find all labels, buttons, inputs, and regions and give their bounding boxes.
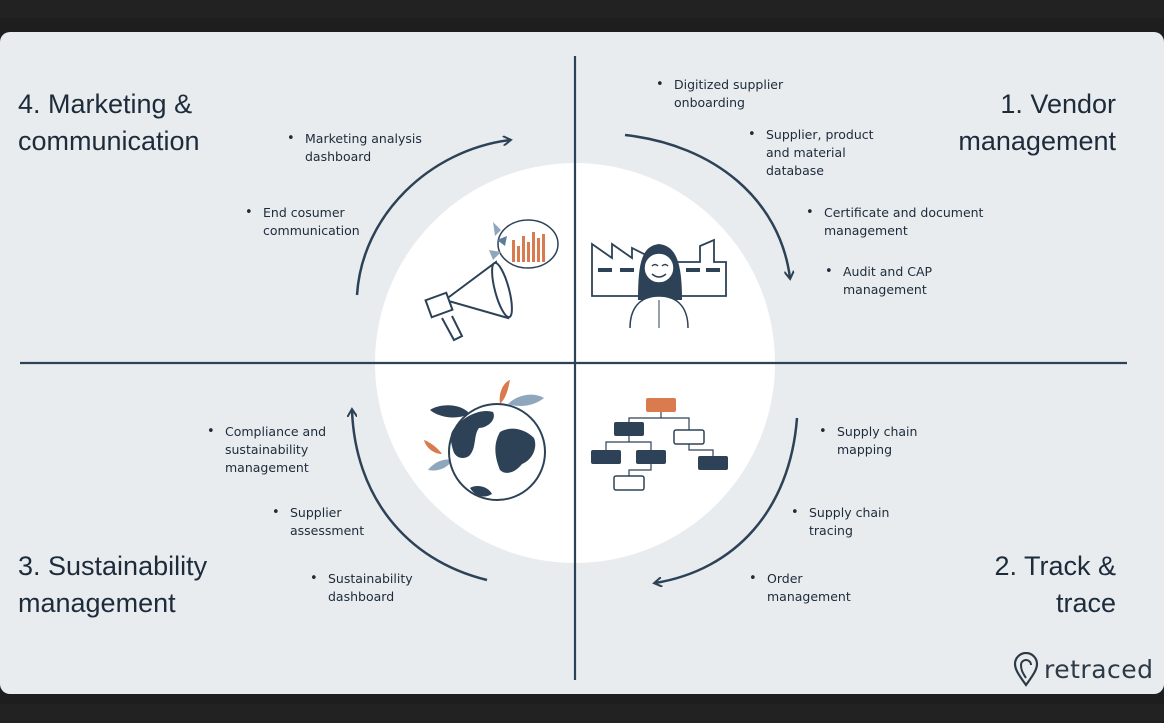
flowchart-icon [591,398,728,491]
bullet-item: Supplier assessment [272,504,364,540]
bullet-item: Audit and CAP management [825,263,932,299]
arrow-vendor-to-track [624,133,790,278]
retraced-logo: retraced [1012,652,1157,688]
arrow-sustainability-to-marketing [352,410,488,582]
quadrant-title-sustainability-management: 3. Sustainability management [18,551,208,618]
factory-person-icon [591,238,727,329]
bullet-item: Sustainability dashboard [310,570,413,606]
bullet-item: Order management [749,570,851,606]
bullet-item: End cosumer communication [245,204,360,240]
arrow-marketing-to-vendor [355,140,510,296]
bullet-item: Supply chain tracing [791,504,889,540]
quadrant-title-marketing-communication: 4. Marketing & communication [18,89,200,156]
bullet-item: Supply chain mapping [819,423,917,459]
bullet-item: Certificate and document management [806,204,983,240]
quadrant-title-track-trace: 2. Track & trace [994,551,1116,618]
arrow-track-to-sustainability [655,417,799,583]
quadrant-title-vendor-management: 1. Vendor management [958,89,1116,156]
bullet-item: Marketing analysis dashboard [287,130,422,166]
bottom-frame-bar [0,704,1164,723]
bullet-item: Supplier, product and material database [748,126,874,180]
globe-icon [424,380,546,501]
bullet-item: Compliance and sustainability management [207,423,326,477]
megaphone-icon [424,219,559,342]
logo-text: retraced [1044,655,1154,684]
top-frame-bar [0,0,1164,18]
bullet-item: Digitized supplier onboarding [656,76,783,112]
location-pin-icon [1013,652,1039,687]
